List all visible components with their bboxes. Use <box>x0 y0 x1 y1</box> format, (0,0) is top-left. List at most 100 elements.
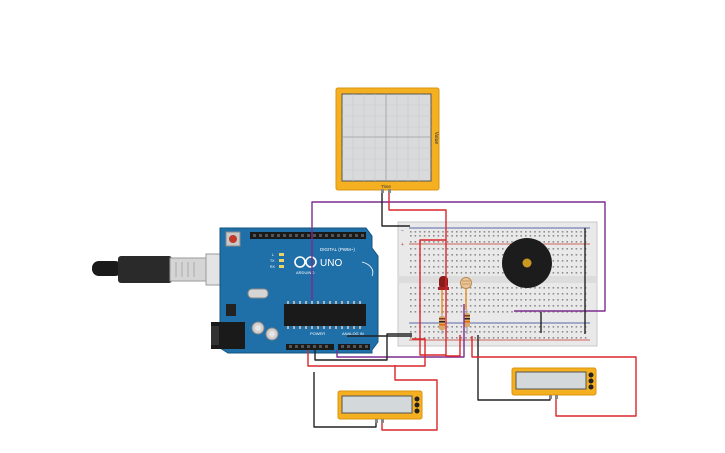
breadboard-hole[interactable] <box>506 331 509 333</box>
breadboard-hole[interactable] <box>520 287 522 289</box>
resistor-1[interactable] <box>439 314 445 334</box>
breadboard-hole[interactable] <box>506 311 509 313</box>
breadboard-hole[interactable] <box>552 305 555 307</box>
breadboard-hole[interactable] <box>442 241 444 243</box>
breadboard-hole[interactable] <box>456 254 458 256</box>
breadboard-hole[interactable] <box>456 299 458 301</box>
breadboard-hole[interactable] <box>456 231 458 233</box>
breadboard-hole[interactable] <box>506 235 509 237</box>
breadboard-hole[interactable] <box>465 337 467 339</box>
breadboard-hole[interactable] <box>552 337 555 339</box>
breadboard-hole[interactable] <box>433 254 435 256</box>
breadboard-hole[interactable] <box>483 272 486 274</box>
breadboard-hole[interactable] <box>469 254 472 256</box>
breadboard-hole[interactable] <box>571 326 573 328</box>
breadboard-hole[interactable] <box>580 235 582 237</box>
breadboard-hole[interactable] <box>414 272 417 274</box>
breadboard-hole[interactable] <box>492 311 495 313</box>
breadboard-hole[interactable] <box>502 331 504 333</box>
breadboard-hole[interactable] <box>414 305 417 307</box>
breadboard-hole[interactable] <box>479 293 481 295</box>
breadboard-hole[interactable] <box>410 326 412 328</box>
breadboard-hole[interactable] <box>502 299 504 301</box>
breadboard-hole[interactable] <box>474 254 476 256</box>
breadboard-hole[interactable] <box>488 299 490 301</box>
breadboard-hole[interactable] <box>410 331 412 333</box>
breadboard-hole[interactable] <box>433 337 435 339</box>
breadboard-hole[interactable] <box>525 235 527 237</box>
breadboard-hole[interactable] <box>479 231 481 233</box>
breadboard-hole[interactable] <box>456 287 458 289</box>
breadboard-hole[interactable] <box>543 331 545 333</box>
meter-right-probe-com[interactable] <box>549 395 552 399</box>
breadboard-hole[interactable] <box>497 287 499 289</box>
breadboard-hole[interactable] <box>506 326 509 328</box>
breadboard-hole[interactable] <box>474 287 476 289</box>
breadboard-hole[interactable] <box>488 293 490 295</box>
breadboard-hole[interactable] <box>552 331 555 333</box>
breadboard-hole[interactable] <box>414 326 417 328</box>
breadboard-hole[interactable] <box>437 305 440 307</box>
breadboard-hole[interactable] <box>483 311 486 313</box>
breadboard-hole[interactable] <box>552 326 555 328</box>
breadboard-hole[interactable] <box>543 311 545 313</box>
breadboard-hole[interactable] <box>492 248 495 250</box>
breadboard-hole[interactable] <box>479 266 481 268</box>
multimeter-right[interactable] <box>511 367 597 399</box>
breadboard-hole[interactable] <box>557 331 559 333</box>
breadboard-hole[interactable] <box>469 293 472 295</box>
breadboard-hole[interactable] <box>456 331 458 333</box>
breadboard-hole[interactable] <box>566 231 568 233</box>
breadboard-hole[interactable] <box>469 266 472 268</box>
breadboard-hole[interactable] <box>571 260 573 262</box>
breadboard-hole[interactable] <box>460 235 463 237</box>
breadboard-hole[interactable] <box>460 241 463 243</box>
breadboard-hole[interactable] <box>479 311 481 313</box>
breadboard-hole[interactable] <box>410 266 412 268</box>
breadboard-hole[interactable] <box>474 331 476 333</box>
breadboard-hole[interactable] <box>561 299 564 301</box>
breadboard-hole[interactable] <box>566 260 568 262</box>
breadboard-hole[interactable] <box>534 231 536 233</box>
breadboard-hole[interactable] <box>456 235 458 237</box>
breadboard-hole[interactable] <box>428 254 430 256</box>
breadboard-hole[interactable] <box>529 311 532 313</box>
breadboard-hole[interactable] <box>566 287 568 289</box>
breadboard-hole[interactable] <box>451 331 453 333</box>
breadboard-hole[interactable] <box>561 331 564 333</box>
breadboard-hole[interactable] <box>465 241 467 243</box>
breadboard-hole[interactable] <box>437 299 440 301</box>
wire-meter-right-black[interactable] <box>477 335 551 401</box>
breadboard-hole[interactable] <box>410 260 412 262</box>
breadboard-hole[interactable] <box>515 331 518 333</box>
breadboard-hole[interactable] <box>451 241 453 243</box>
breadboard-hole[interactable] <box>502 231 504 233</box>
breadboard-hole[interactable] <box>557 254 559 256</box>
breadboard-hole[interactable] <box>557 248 559 250</box>
breadboard-hole[interactable] <box>511 235 513 237</box>
breadboard-hole[interactable] <box>488 254 490 256</box>
breadboard-hole[interactable] <box>534 337 536 339</box>
breadboard-hole[interactable] <box>442 337 444 339</box>
breadboard-hole[interactable] <box>428 272 430 274</box>
breadboard-hole[interactable] <box>580 248 582 250</box>
breadboard-hole[interactable] <box>433 305 435 307</box>
breadboard-hole[interactable] <box>552 235 555 237</box>
breadboard-hole[interactable] <box>580 254 582 256</box>
breadboard-hole[interactable] <box>446 272 449 274</box>
breadboard-hole[interactable] <box>525 326 527 328</box>
breadboard-hole[interactable] <box>534 305 536 307</box>
breadboard-hole[interactable] <box>538 287 541 289</box>
breadboard-hole[interactable] <box>525 305 527 307</box>
breadboard-hole[interactable] <box>465 254 467 256</box>
breadboard-hole[interactable] <box>520 231 522 233</box>
breadboard-hole[interactable] <box>538 235 541 237</box>
breadboard-hole[interactable] <box>548 248 550 250</box>
breadboard-hole[interactable] <box>580 337 582 339</box>
breadboard-hole[interactable] <box>465 248 467 250</box>
breadboard-hole[interactable] <box>575 248 578 250</box>
breadboard-hole[interactable] <box>419 235 421 237</box>
breadboard-hole[interactable] <box>423 287 426 289</box>
breadboard-hole[interactable] <box>414 287 417 289</box>
breadboard-hole[interactable] <box>511 311 513 313</box>
